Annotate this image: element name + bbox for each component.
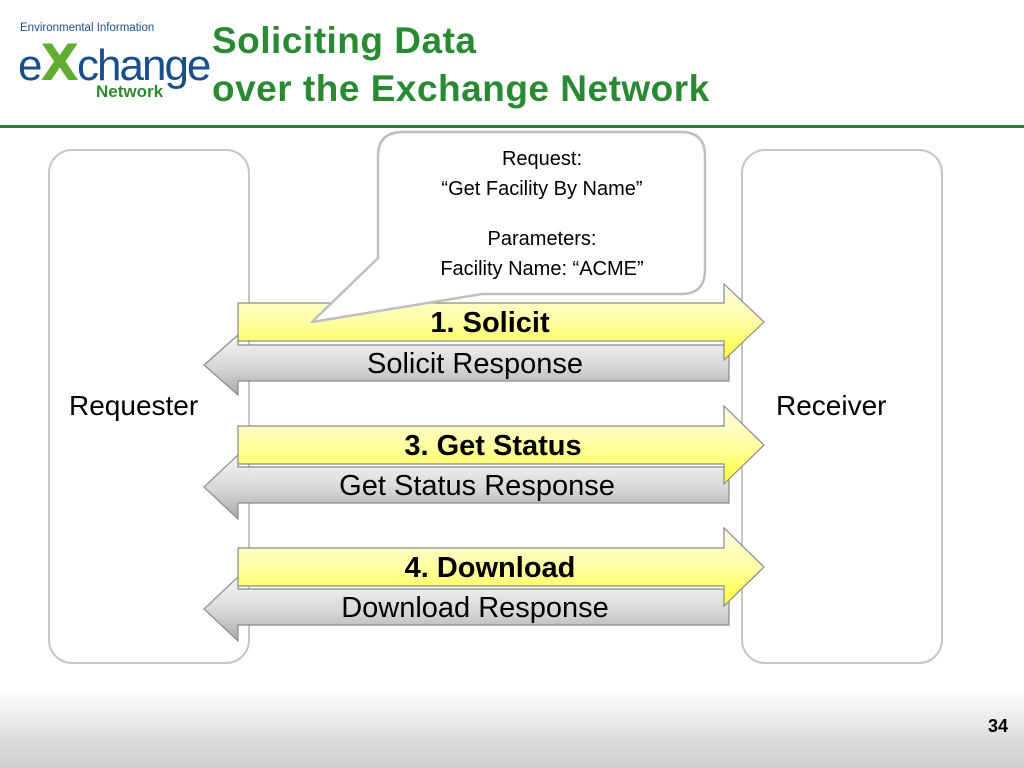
slide-title: Soliciting Data over the Exchange Networ… [212,17,710,113]
logo-word-x: X [40,34,79,92]
logo-word-post: change [77,41,211,90]
slide-footer [0,690,1024,768]
request-arrow-2 [237,404,765,486]
response-label-2: Get Status Response [339,470,615,502]
response-label-1: Solicit Response [367,348,583,380]
logo-word-pre: e [18,41,43,90]
logo-top-text: Environmental Information [20,22,155,34]
exchange-network-logo: Environmental Information eXchange Netwo… [14,18,211,104]
request-arrow-3 [237,526,765,608]
response-arrow-3 [203,575,730,643]
request-label-1: 1. Solicit [430,307,550,339]
slide-title-line2: over the Exchange Network [212,68,710,109]
callout-parameters-heading: Parameters: [487,228,597,250]
requester-box [48,149,250,664]
callout-request-name: “Get Facility By Name” [441,178,643,200]
response-arrow-1 [203,333,730,397]
logo-wordmark: eXchange [18,38,211,91]
receiver-label: Receiver [776,390,887,421]
title-divider [0,125,1024,128]
callout-request-heading: Request: [501,148,583,170]
response-arrow-2 [203,453,730,521]
callout-parameter-value: Facility Name: “ACME” [440,258,644,280]
slide-title-line1: Soliciting Data [212,20,477,61]
requester-label: Requester [69,390,199,421]
request-label-3: 4. Download [404,552,576,584]
request-label-2: 3. Get Status [404,430,582,462]
receiver-box [741,149,943,664]
page-number: 34 [987,716,1008,736]
logo-bottom-text: Network [96,82,164,101]
response-label-3: Download Response [341,592,609,624]
